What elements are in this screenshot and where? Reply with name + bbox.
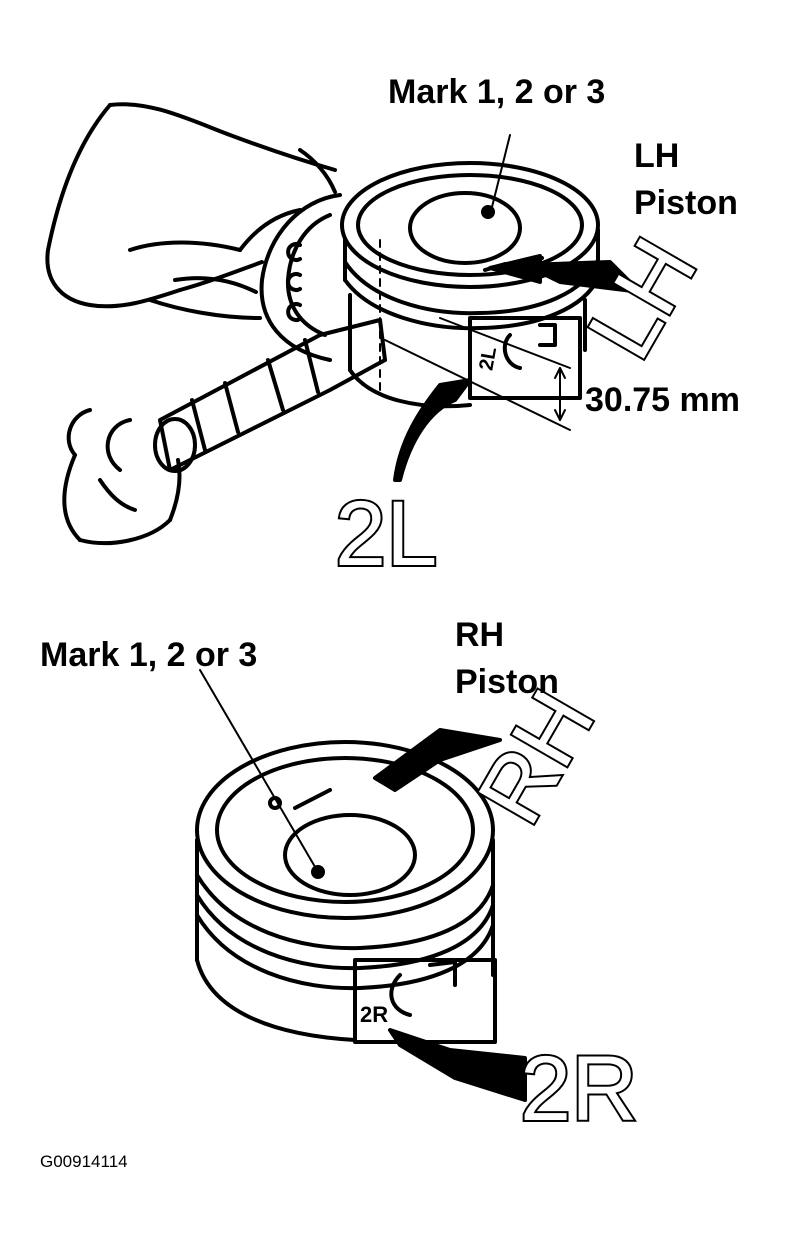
lh-mark-label: Mark 1, 2 or 3 — [388, 73, 606, 111]
rh-arrow — [373, 728, 502, 792]
lh-piston-label-line1: LH — [634, 137, 680, 175]
figure-id: G00914114 — [40, 1152, 128, 1171]
2l-arrow — [393, 378, 472, 482]
2r-big-code: 2R — [520, 1038, 638, 1140]
rh-piston-label-line1: RH — [455, 616, 505, 654]
rh-mark-label: Mark 1, 2 or 3 — [40, 636, 258, 674]
2l-big-code: 2L — [335, 483, 437, 585]
rh-piston-illustration — [195, 669, 497, 1044]
micrometer-illustration — [62, 318, 387, 546]
dimension-lines — [379, 134, 571, 431]
2l-stamp: 2L — [475, 345, 501, 372]
hand-illustration — [45, 102, 337, 320]
2r-arrow — [388, 1028, 527, 1102]
lh-piston-illustration — [340, 161, 600, 409]
lh-arrow — [488, 254, 642, 294]
2r-stamp: 2R — [360, 1002, 388, 1027]
piston-ring-illustration — [259, 193, 342, 362]
rh-piston-label-line2: Piston — [455, 663, 559, 701]
dimension-label: 30.75 mm — [585, 381, 740, 419]
lh-piston-label-line2: Piston — [634, 184, 738, 222]
